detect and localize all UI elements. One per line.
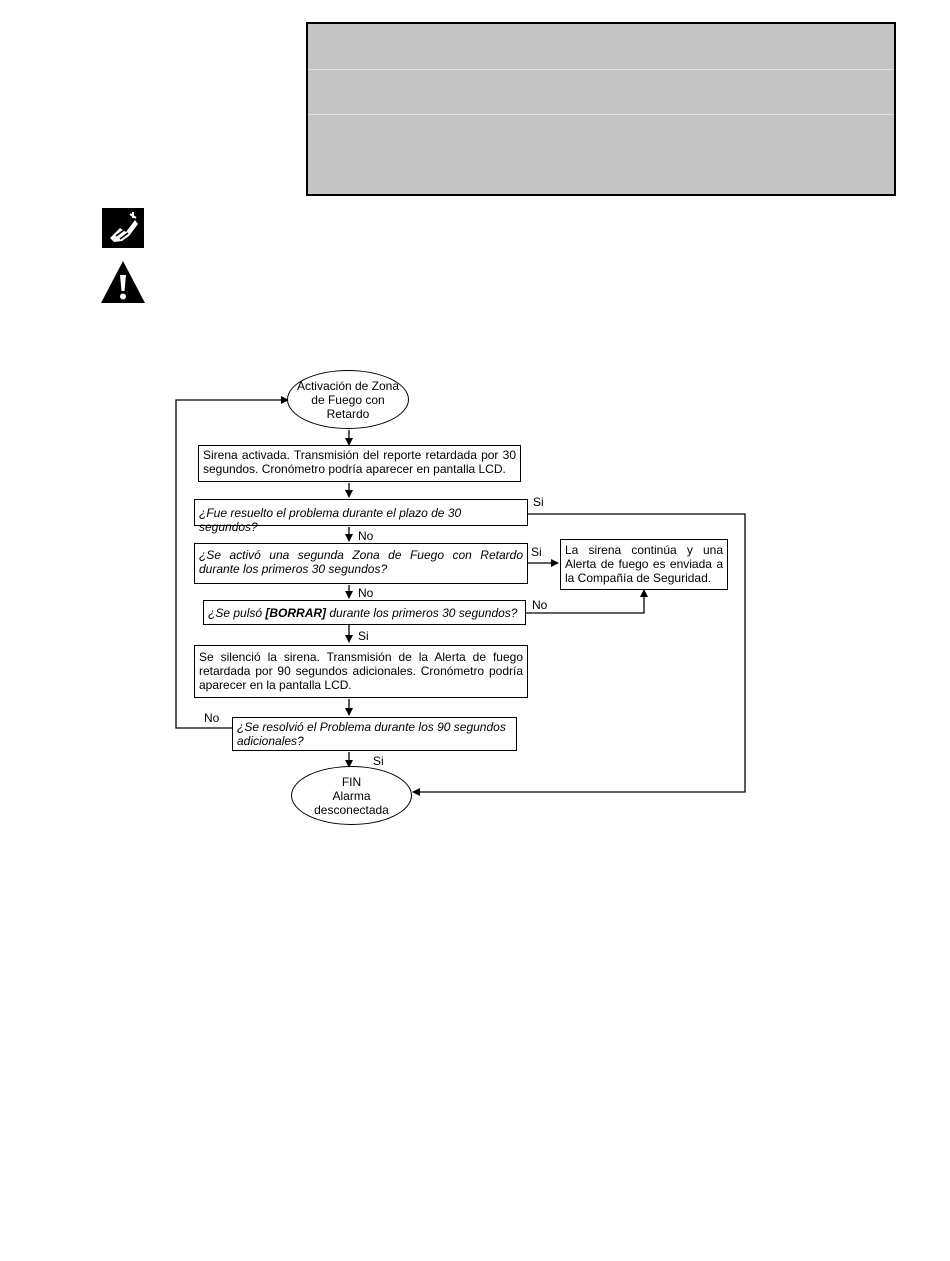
question-resolved-30s: ¿Fue resuelto el problema durante el pla… — [194, 499, 528, 534]
end-node-line: FIN — [341, 774, 362, 789]
fire-alert-sent-text: La sirena continúa y una Alerta de fuego… — [565, 543, 723, 585]
siren-silenced-text: Se silenció la sirena. Transmisión de la… — [199, 650, 523, 692]
label-no: No — [204, 711, 220, 725]
label-no: No — [358, 529, 374, 543]
end-node: FIN Alarma desconectada — [291, 766, 412, 825]
header-table-divider — [308, 69, 894, 70]
start-node: Activación de Zona de Fuego con Retardo — [287, 370, 409, 429]
fire-alert-sent-box: La sirena continúa y una Alerta de fuego… — [560, 539, 728, 590]
label-yes: Si — [533, 495, 544, 509]
header-table-divider — [308, 114, 894, 115]
start-node-line: Retardo — [326, 406, 370, 421]
label-yes: Si — [373, 754, 384, 768]
end-node-line: desconectada — [314, 802, 389, 817]
label-no: No — [532, 598, 548, 612]
end-node-line: Alarma — [332, 788, 371, 803]
start-node-line: de Fuego con — [311, 392, 385, 407]
clear-key-label: [BORRAR] — [265, 606, 327, 620]
question-resolved-90s: ¿Se resolvió el Problema durante los 90 … — [232, 717, 517, 751]
question-clear-pressed-text: durante los primeros 30 segundos? — [326, 606, 518, 620]
label-yes: Si — [358, 629, 369, 643]
warning-exclamation-icon — [100, 260, 146, 304]
start-node-line: Activación de Zona — [296, 378, 400, 393]
label-yes: Si — [531, 545, 542, 559]
question-clear-pressed: ¿Se pulsó [BORRAR] durante los primeros … — [203, 600, 526, 625]
question-second-zone-text: ¿Se activó una segunda Zona de Fuego con… — [199, 548, 523, 576]
label-no: No — [358, 586, 374, 600]
question-second-zone: ¿Se activó una segunda Zona de Fuego con… — [194, 543, 528, 584]
question-resolved-30s-text: ¿Fue resuelto el problema durante el pla… — [199, 506, 462, 534]
header-table — [306, 22, 896, 196]
siren-silenced-box: Se silenció la sirena. Transmisión de la… — [194, 645, 528, 698]
question-clear-pressed-text: ¿Se pulsó — [208, 606, 266, 620]
note-hand-icon — [102, 208, 144, 248]
siren-activated-text: Sirena activada. Transmisión del reporte… — [203, 448, 516, 476]
question-resolved-90s-text: ¿Se resolvió el Problema durante los 90 … — [237, 720, 506, 748]
siren-activated-box: Sirena activada. Transmisión del reporte… — [198, 445, 521, 482]
